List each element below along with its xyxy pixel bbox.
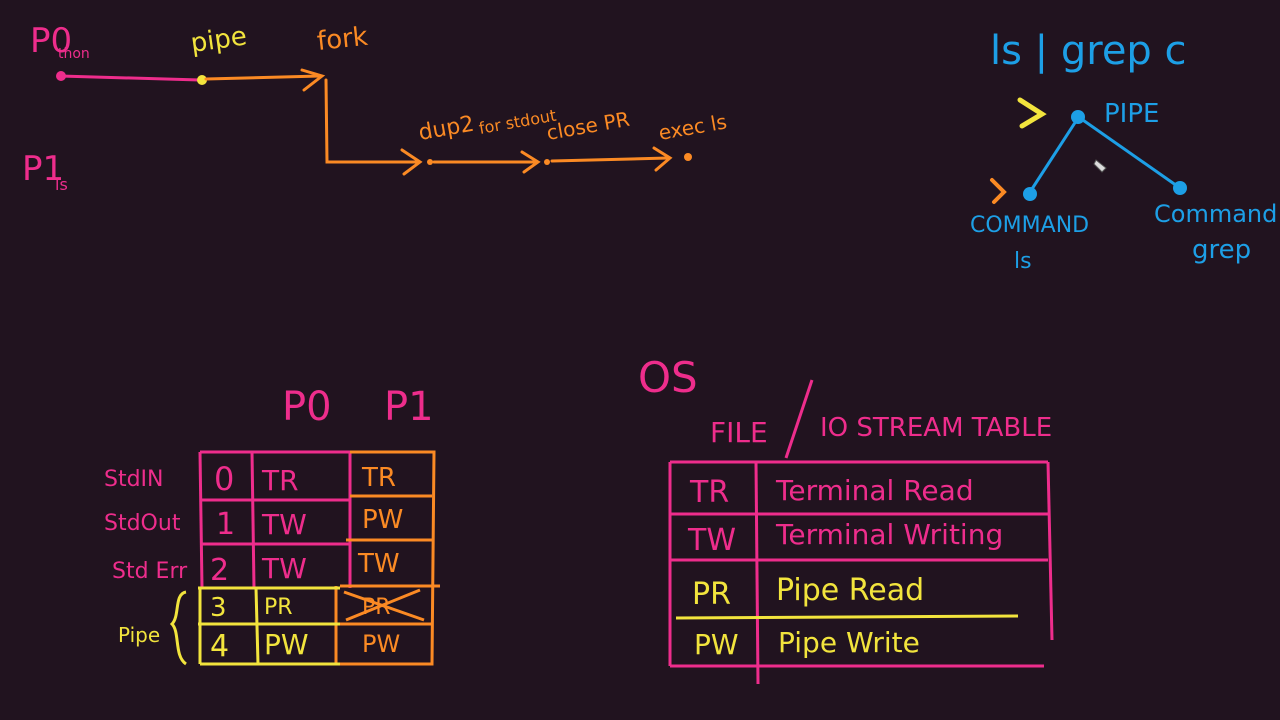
command-ls-label: COMMAND bbox=[970, 213, 1089, 238]
exec-dot bbox=[684, 153, 692, 161]
fd-table-grid-pink bbox=[198, 450, 352, 589]
fork-branch-line bbox=[324, 78, 420, 164]
os-row-2-code: PR bbox=[692, 577, 731, 612]
p1-label: P1 bbox=[22, 149, 64, 189]
fd-row-4-fd: 4 bbox=[210, 629, 229, 664]
os-table: OS FILE IO STREAM TABLE TR Terminal Read… bbox=[638, 353, 1054, 685]
fd-row-0-p0: TR bbox=[261, 464, 299, 497]
exec-label: exec ls bbox=[657, 109, 729, 145]
os-row-0-code: TR bbox=[689, 475, 729, 510]
pipe-brace-icon bbox=[169, 590, 188, 666]
fd-row-2-p1: TW bbox=[357, 549, 400, 579]
os-label: OS bbox=[638, 353, 698, 402]
os-row-1-desc: Terminal Writing bbox=[775, 518, 1003, 551]
fd-row-4-p1: PW bbox=[362, 630, 400, 658]
fd-row-1-p0: TW bbox=[261, 508, 307, 541]
pipe-dot bbox=[197, 75, 207, 85]
os-row-2-desc: Pipe Read bbox=[776, 573, 924, 608]
os-row-3-code: PW bbox=[694, 628, 739, 661]
fd-table: P0 P1 S bbox=[104, 384, 440, 666]
pipe-node-label: PIPE bbox=[1104, 99, 1159, 129]
fd-row-2-fd: 2 bbox=[210, 553, 229, 588]
command-tree: ls | grep c PIPE COMMAND ls Command grep bbox=[970, 28, 1277, 274]
fd-row-3-p0: PR bbox=[264, 595, 293, 620]
pipe-group-label: Pipe bbox=[118, 623, 160, 647]
fork-arrowhead bbox=[300, 68, 326, 92]
command-grep-node bbox=[1173, 181, 1187, 195]
pen-cursor-icon bbox=[1093, 159, 1107, 173]
dup2-dot bbox=[427, 159, 433, 165]
fd-row-2-name: Std Err bbox=[112, 559, 188, 584]
fd-row-1-p1: PW bbox=[362, 505, 403, 535]
close-dot bbox=[544, 159, 550, 165]
pipe-node bbox=[1071, 110, 1085, 124]
os-table-yellow-line bbox=[675, 614, 1019, 620]
branch-arrowhead bbox=[400, 148, 423, 176]
fd-row-1-name: StdOut bbox=[104, 511, 181, 536]
fd-row-3-p1: PR bbox=[362, 595, 391, 620]
os-header-table: IO STREAM TABLE bbox=[820, 413, 1052, 443]
fd-row-0-name: StdIN bbox=[104, 467, 164, 492]
fd-table-grid-orange bbox=[334, 450, 440, 666]
close-arrowhead bbox=[520, 150, 541, 174]
dup2-label: dup2 bbox=[417, 112, 476, 146]
fd-table-grid-yellow bbox=[198, 586, 340, 666]
os-header-divider bbox=[784, 379, 814, 459]
orange-pointer-icon bbox=[990, 178, 1007, 204]
command-grep-label: Command bbox=[1154, 200, 1277, 228]
os-row-1-code: TW bbox=[687, 523, 736, 558]
command-text: ls | grep c bbox=[990, 28, 1187, 74]
p0-sub-label: thon bbox=[58, 46, 90, 62]
os-table-grid-pink bbox=[668, 460, 1054, 685]
tree-edge-left bbox=[1028, 117, 1080, 193]
command-ls-node bbox=[1023, 187, 1037, 201]
fd-row-3-fd: 3 bbox=[210, 593, 227, 623]
command-ls-sub: ls bbox=[1014, 249, 1032, 274]
pointer-arrow-icon bbox=[1017, 97, 1047, 129]
command-grep-sub: grep bbox=[1192, 235, 1251, 265]
fd-row-1-fd: 1 bbox=[216, 507, 235, 542]
os-header-file: FILE bbox=[710, 416, 768, 449]
fd-row-0-fd: 0 bbox=[214, 460, 234, 498]
fd-row-2-p0: TW bbox=[261, 552, 307, 585]
close-to-exec-line bbox=[550, 156, 670, 163]
fd-col-p1: P1 bbox=[384, 384, 434, 430]
close-label: close PR bbox=[545, 107, 632, 145]
p1-sub-label: ls bbox=[55, 175, 68, 194]
pipe-to-fork-line bbox=[204, 74, 322, 81]
os-row-0-desc: Terminal Read bbox=[775, 474, 974, 507]
fd-col-p0: P0 bbox=[282, 384, 332, 430]
fd-row-0-p1: TR bbox=[361, 463, 396, 493]
process-timeline: P0 thon P1 ls pipe fork dup2 for stdout … bbox=[22, 21, 729, 194]
pipe-label: pipe bbox=[189, 21, 249, 59]
os-row-3-desc: Pipe Write bbox=[778, 626, 920, 659]
p0-line bbox=[58, 74, 202, 82]
tree-edge-right bbox=[1079, 116, 1181, 190]
fd-row-4-p0: PW bbox=[264, 628, 309, 661]
p0-start-dot bbox=[56, 71, 66, 81]
p0-label: P0 bbox=[30, 21, 72, 61]
fork-label: fork bbox=[316, 22, 370, 57]
exec-arrowhead bbox=[652, 146, 673, 172]
